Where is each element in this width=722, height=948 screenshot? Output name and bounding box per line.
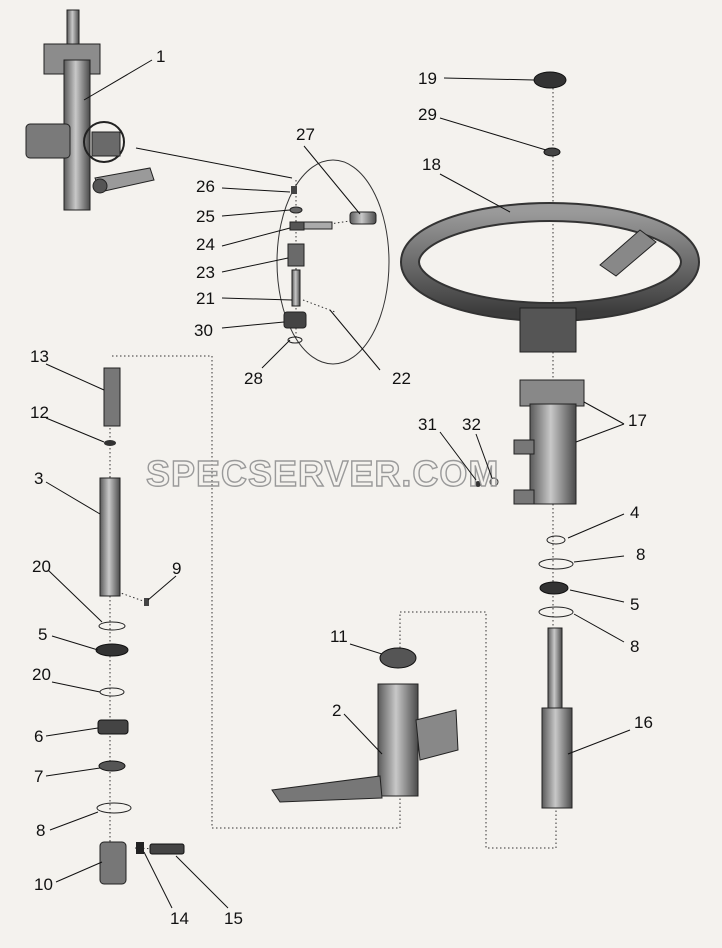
detail-callout xyxy=(135,147,390,365)
label-20-upper: 20 xyxy=(32,557,51,576)
label-1: 1 xyxy=(156,47,165,66)
label-29: 29 xyxy=(418,105,437,124)
label-28: 28 xyxy=(244,369,263,388)
wheel-nut xyxy=(543,147,561,157)
label-5-left: 5 xyxy=(38,625,47,644)
label-25: 25 xyxy=(196,207,215,226)
right-stack xyxy=(538,535,574,809)
label-14: 14 xyxy=(170,909,189,928)
label-2: 2 xyxy=(332,701,341,720)
callout-labels: 1 2 3 4 5 5 6 7 8 8 8 9 10 11 12 13 14 1… xyxy=(30,47,653,928)
label-18: 18 xyxy=(422,155,441,174)
label-8-lower: 8 xyxy=(630,637,639,656)
left-stack xyxy=(95,367,185,885)
label-5-right: 5 xyxy=(630,595,639,614)
label-11: 11 xyxy=(330,627,348,646)
leader-lines xyxy=(45,59,631,909)
label-30: 30 xyxy=(194,321,213,340)
label-8-left: 8 xyxy=(36,821,45,840)
label-6: 6 xyxy=(34,727,43,746)
label-3: 3 xyxy=(34,469,43,488)
label-19: 19 xyxy=(418,69,437,88)
label-22: 22 xyxy=(392,369,411,388)
label-8-upper: 8 xyxy=(636,545,645,564)
label-27: 27 xyxy=(296,125,315,144)
label-9: 9 xyxy=(172,559,181,578)
label-4: 4 xyxy=(630,503,639,522)
label-10: 10 xyxy=(34,875,53,894)
hub-bracket xyxy=(475,379,585,505)
steering-column-housing xyxy=(25,9,155,211)
label-13: 13 xyxy=(30,347,49,366)
label-16: 16 xyxy=(634,713,653,732)
label-17: 17 xyxy=(628,411,647,430)
label-12: 12 xyxy=(30,403,49,422)
label-23: 23 xyxy=(196,263,215,282)
label-31: 31 xyxy=(418,415,437,434)
label-32: 32 xyxy=(462,415,481,434)
label-20-lower: 20 xyxy=(32,665,51,684)
label-24: 24 xyxy=(196,235,215,254)
label-26: 26 xyxy=(196,177,215,196)
wheel-cap xyxy=(533,71,567,89)
label-21: 21 xyxy=(196,289,215,308)
watermark-text: SPECSERVER.COM xyxy=(146,453,499,494)
lever-housing xyxy=(271,647,459,803)
label-7: 7 xyxy=(34,767,43,786)
steering-wheel xyxy=(400,202,700,353)
label-15: 15 xyxy=(224,909,243,928)
